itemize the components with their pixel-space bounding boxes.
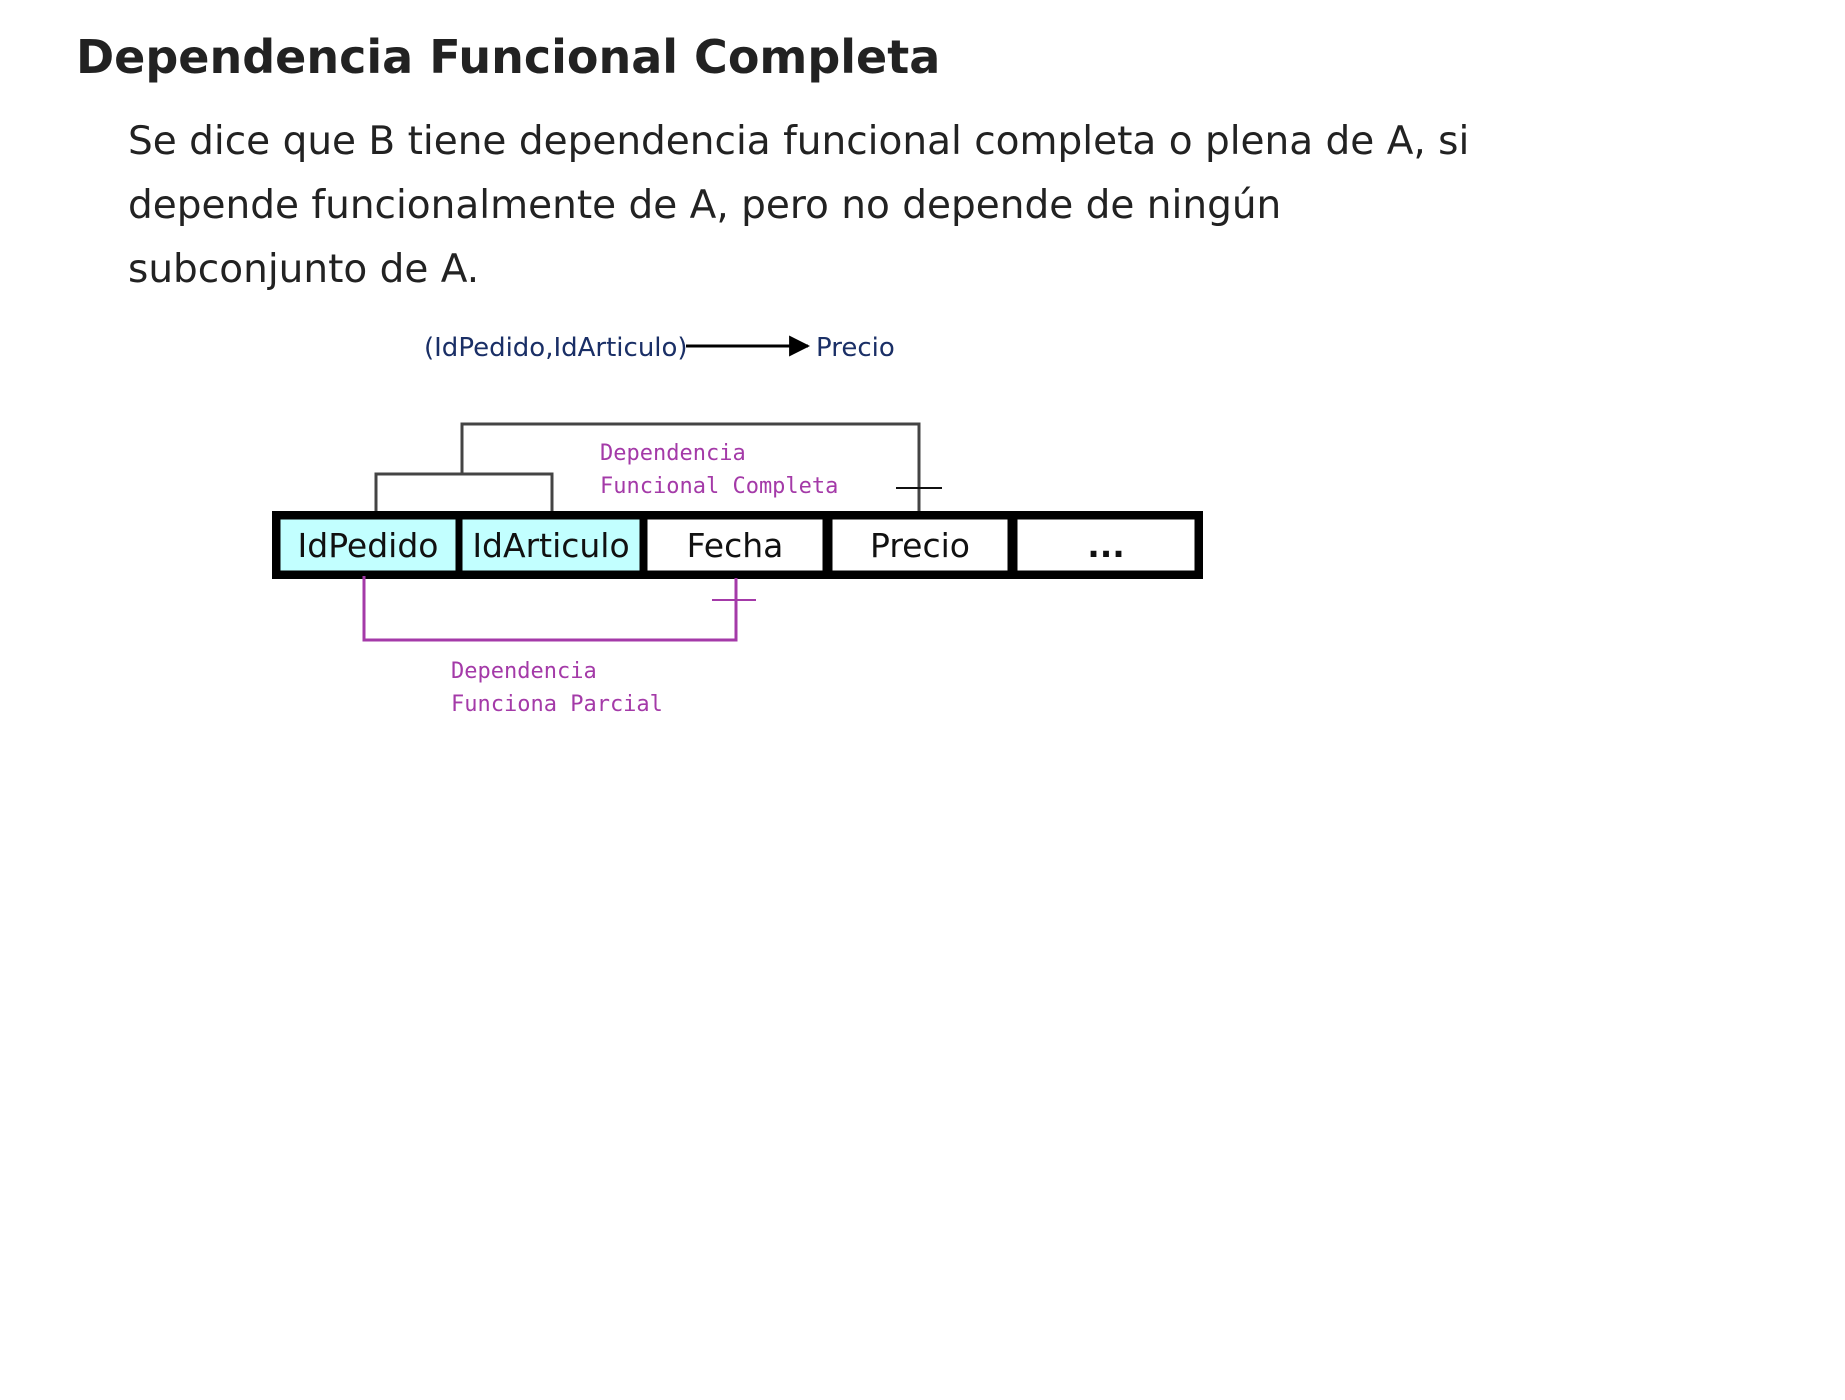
table-row: IdPedido IdArticulo Fecha Precio ...: [272, 511, 1203, 579]
full-dependency-line: [460, 422, 921, 512]
partial-dependency-line: [362, 576, 738, 642]
slide-body: Se dice que B tiene dependencia funciona…: [128, 110, 1508, 302]
partial-dependency-label-line-2: Funciona Parcial: [451, 692, 663, 717]
cell-idarticulo-label: IdArticulo: [472, 526, 629, 565]
full-dependency-label-line-2: Funcional Completa: [600, 474, 838, 499]
full-dependency-bracket: Dependencia Funcional Completa: [374, 422, 942, 512]
body-line-3: subconjunto de A.: [128, 247, 480, 292]
body-line-2: depende funcionalmente de A, pero no dep…: [128, 183, 1282, 228]
dependency-determinant: (IdPedido,IdArticulo): [424, 333, 688, 363]
dependency-dependent: Precio: [816, 333, 895, 363]
partial-dependency-label-line-1: Dependencia: [451, 659, 597, 684]
cell-more-label: ...: [1087, 526, 1125, 565]
cell-idpedido-label: IdPedido: [298, 526, 439, 565]
partial-dependency-bracket: Dependencia Funciona Parcial: [362, 576, 756, 717]
dependency-notation: (IdPedido,IdArticulo) Precio: [424, 333, 895, 363]
cell-precio: [827, 514, 1013, 576]
cell-fecha-label: Fecha: [687, 526, 784, 565]
slide-title: Dependencia Funcional Completa: [76, 30, 941, 84]
cell-precio-label: Precio: [870, 526, 970, 565]
full-dependency-label-line-1: Dependencia: [600, 441, 746, 466]
composite-key-bracket: [374, 472, 554, 512]
cell-fecha: [642, 514, 828, 576]
cell-more: [1012, 514, 1200, 576]
cell-idarticulo: [457, 514, 645, 576]
body-line-1: Se dice que B tiene dependencia funciona…: [128, 119, 1470, 164]
